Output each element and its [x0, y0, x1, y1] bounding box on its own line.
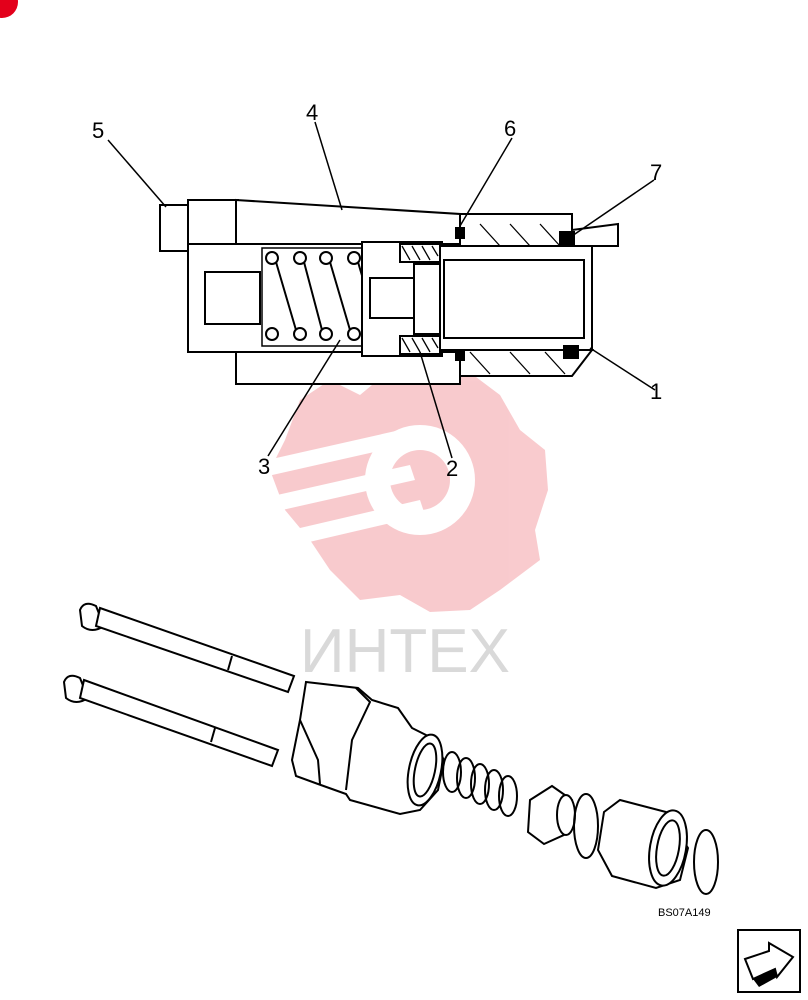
leader-lines: [107, 121, 656, 459]
o-ring-right: [693, 829, 719, 895]
bolt-lower: [62, 674, 280, 768]
callout-4: 4: [306, 100, 318, 125]
spring-exploded: [442, 751, 518, 817]
sleeve-section: [439, 213, 619, 377]
callout-6: 6: [504, 116, 516, 141]
callout-2: 2: [446, 456, 458, 481]
callout-7: 7: [650, 160, 662, 185]
next-page-button[interactable]: [737, 929, 801, 993]
sleeve-exploded: [596, 798, 690, 890]
callout-1: 1: [650, 379, 662, 404]
piston-exploded: [526, 784, 576, 846]
bolt-upper: [78, 602, 296, 694]
watermark: ИНТЕХ: [245, 365, 548, 686]
arrow-next-icon: [743, 941, 795, 987]
callout-5: 5: [92, 118, 104, 143]
callouts: 1 2 3 4 5 6 7: [92, 100, 662, 481]
exploded-view: [62, 602, 719, 895]
watermark-text: ИНТЕХ: [300, 617, 510, 686]
callout-3: 3: [258, 454, 270, 479]
o-ring-left: [573, 793, 599, 859]
watermark-gear-icon: [245, 365, 548, 612]
section-view: [159, 198, 619, 385]
drawing-code: BS07A149: [658, 907, 711, 919]
piston-section: [361, 241, 445, 357]
housing-exploded: [290, 680, 446, 816]
corner-badge: [0, 0, 18, 18]
